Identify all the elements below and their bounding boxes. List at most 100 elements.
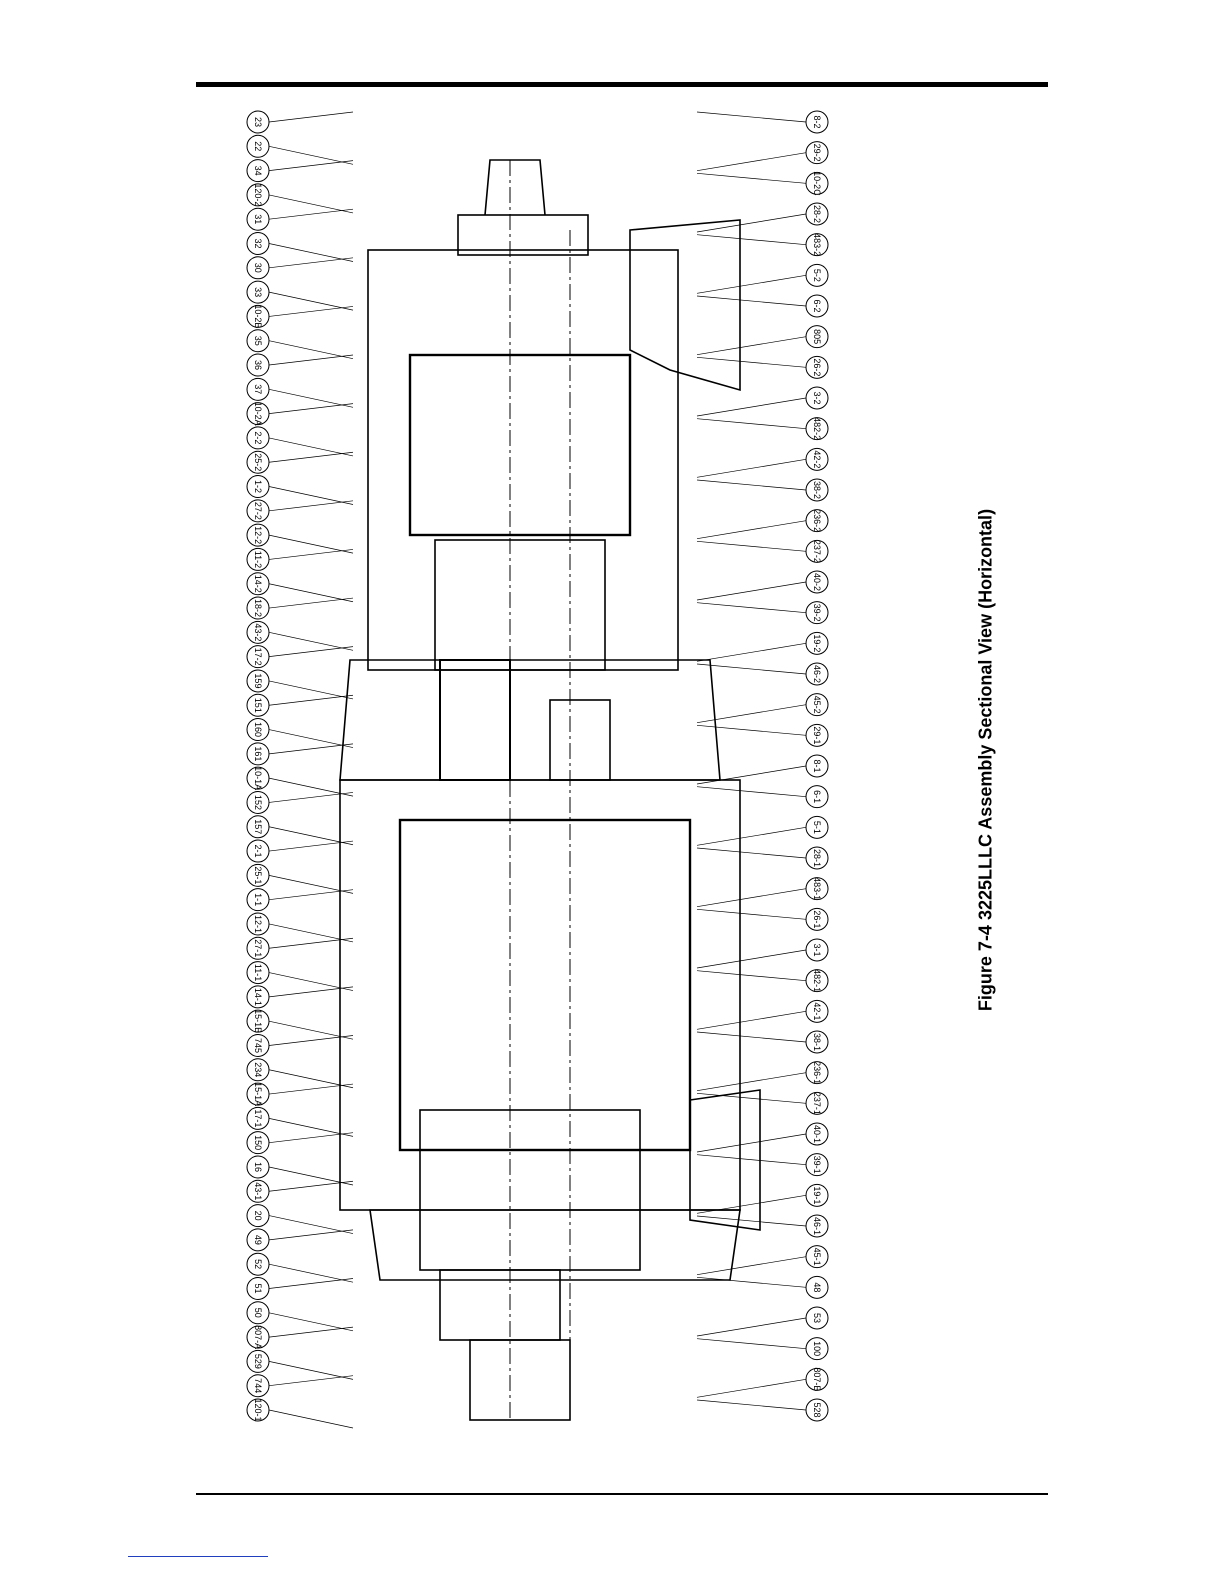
leader-line xyxy=(696,1092,807,1104)
leader-line xyxy=(268,646,354,657)
callout-2-1: 2-1 xyxy=(246,839,354,863)
callout-circle xyxy=(805,263,829,287)
callout-circle xyxy=(246,718,270,742)
callout-745: 745 xyxy=(246,1033,354,1057)
upper-end-cap xyxy=(457,214,589,256)
callout-circle xyxy=(246,1301,270,1325)
leader-line xyxy=(268,972,354,991)
leader-line xyxy=(268,1375,354,1387)
callout-38-2: 38-2 xyxy=(696,478,829,502)
callout-label: 8-2 xyxy=(812,115,822,128)
callout-circle xyxy=(246,523,270,547)
upper-discharge-flange xyxy=(629,219,741,392)
callout-8-2: 8-2 xyxy=(696,110,829,134)
footnote-rule xyxy=(128,1556,268,1557)
leader-line xyxy=(696,908,807,920)
callout-31: 31 xyxy=(246,207,354,231)
callout-label: 14-2 xyxy=(253,575,263,593)
callout-circle xyxy=(805,1183,829,1207)
callout-53: 53 xyxy=(696,1306,829,1337)
leader-line xyxy=(268,875,354,894)
callout-label: 2-2 xyxy=(253,431,263,444)
callout-circle xyxy=(246,353,270,377)
callout-36: 36 xyxy=(246,353,354,377)
callout-circle xyxy=(805,417,829,441)
callout-label: 25-1 xyxy=(253,866,263,884)
leader-line xyxy=(268,486,354,505)
leader-line xyxy=(696,1154,807,1166)
callout-circle xyxy=(805,1306,829,1330)
leader-line xyxy=(268,549,354,560)
callout-circle xyxy=(246,110,270,134)
callout-circle xyxy=(805,1245,829,1269)
callout-circle xyxy=(246,1204,270,1228)
callout-label: 236-1 xyxy=(812,1061,822,1084)
callout-label: 45-1 xyxy=(812,1248,822,1266)
callout-10-2C: 10-2C xyxy=(696,171,829,196)
upper-shaft-coupling xyxy=(484,159,546,216)
callout-circle xyxy=(805,785,829,809)
callout-39-2: 39-2 xyxy=(696,601,829,625)
callout-label: 28-1 xyxy=(812,849,822,867)
leader-line xyxy=(696,336,807,356)
leader-line xyxy=(268,534,354,554)
callout-45-1: 45-1 xyxy=(696,1245,829,1276)
leader-line xyxy=(268,403,354,414)
callout-label: 40-2 xyxy=(812,573,822,591)
leader-line xyxy=(696,172,807,184)
callout-label: 151 xyxy=(253,698,263,713)
callout-label: 52 xyxy=(253,1259,263,1269)
callout-807-A: 807-A xyxy=(246,1325,354,1349)
callout-label: 50 xyxy=(253,1308,263,1318)
callout-236-1: 236-1 xyxy=(696,1061,829,1092)
callout-807-B: 807-B xyxy=(696,1367,829,1398)
upper-rotor-block xyxy=(408,353,632,537)
leader-line xyxy=(696,1194,807,1214)
leader-line xyxy=(696,520,807,540)
leader-line xyxy=(696,1072,807,1092)
callout-40-2: 40-2 xyxy=(696,570,829,601)
callout-circle xyxy=(246,134,270,158)
leader-line xyxy=(696,540,807,552)
leader-line xyxy=(268,792,354,803)
callout-49: 49 xyxy=(246,1228,354,1252)
leader-line xyxy=(268,500,354,512)
callout-label: 46-1 xyxy=(812,1217,822,1235)
callout-circle xyxy=(805,938,829,962)
callout-label: 51 xyxy=(253,1283,263,1293)
callout-label: 33 xyxy=(253,287,263,297)
callout-circle xyxy=(246,426,270,450)
callout-label: 237-2 xyxy=(812,540,822,563)
callout-label: 38-1 xyxy=(812,1033,822,1051)
callout-label: 745 xyxy=(253,1038,263,1053)
callout-circle xyxy=(805,1214,829,1238)
leader-line xyxy=(696,581,807,601)
leader-line xyxy=(696,602,807,614)
callout-circle xyxy=(246,1276,270,1300)
callout-circle xyxy=(805,570,829,594)
callout-483-1: 483-1 xyxy=(696,877,829,908)
callout-label: 42-1 xyxy=(812,1002,822,1020)
callout-circle xyxy=(246,1106,270,1130)
callout-circle xyxy=(246,377,270,401)
callout-circle xyxy=(805,1398,829,1422)
callout-circle xyxy=(246,1252,270,1276)
callout-26-1: 26-1 xyxy=(696,907,829,931)
callout-28-1: 28-1 xyxy=(696,846,829,870)
callout-label: 28-2 xyxy=(812,205,822,223)
callout-circle xyxy=(805,447,829,471)
leader-line xyxy=(268,889,354,901)
callout-circle xyxy=(246,742,270,766)
footer-rule xyxy=(196,1493,1048,1495)
callout-43-1: 43-1 xyxy=(246,1179,354,1203)
callout-circle xyxy=(246,645,270,669)
callout-circle xyxy=(805,969,829,993)
leader-line xyxy=(696,949,807,969)
callout-label: 46-2 xyxy=(812,665,822,683)
callout-120-1: 120-1 xyxy=(246,1398,354,1429)
leader-line xyxy=(696,458,807,478)
callout-6-1: 6-1 xyxy=(696,785,829,809)
callout-label: 11-1 xyxy=(253,964,263,981)
callout-label: 23 xyxy=(253,117,263,127)
callout-label: 152 xyxy=(253,795,263,810)
